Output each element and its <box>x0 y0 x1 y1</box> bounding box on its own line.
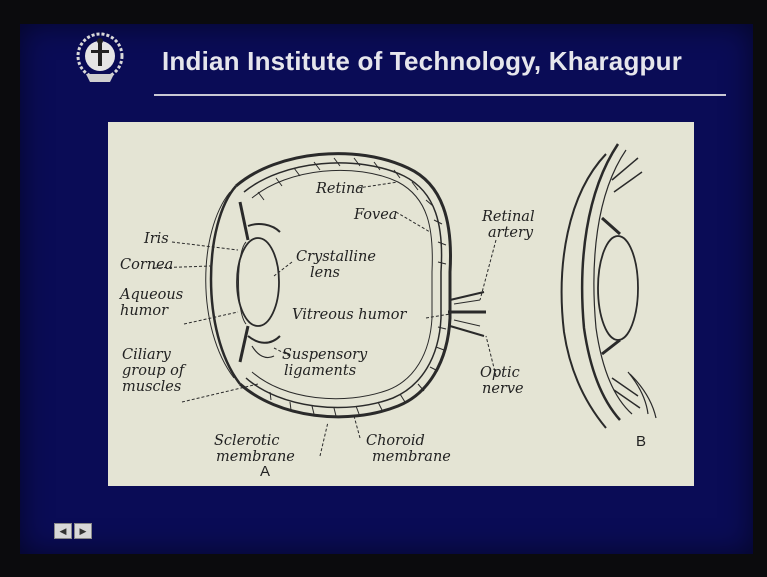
label-retinal-artery-line1: Retinal <box>482 210 535 225</box>
label-crystalline-lens-line2: lens <box>310 266 340 281</box>
eye-anatomy-drawing <box>108 122 694 486</box>
label-optic-nerve-line1: Optic <box>480 366 520 381</box>
label-suspensory-line1: Suspensory <box>282 348 367 363</box>
slide-navigation: ◀ ▶ <box>54 523 92 539</box>
label-sclerotic-line2: membrane <box>216 450 295 465</box>
slide: Indian Institute of Technology, Kharagpu… <box>20 24 753 554</box>
eye-diagram: Retina Fovea Retinal artery Iris Cornea … <box>108 122 694 486</box>
label-crystalline-lens-line1: Crystalline <box>296 250 376 265</box>
label-ciliary-line1: Ciliary <box>122 348 171 363</box>
label-panel-a: A <box>260 464 270 479</box>
label-choroid-line1: Choroid <box>366 434 425 449</box>
label-optic-nerve-line2: nerve <box>482 382 524 397</box>
label-aqueous-humor-line1: Aqueous <box>120 288 183 303</box>
label-sclerotic-line1: Sclerotic <box>214 434 280 449</box>
slide-next-icon[interactable]: ▶ <box>74 523 92 539</box>
label-panel-b: B <box>636 434 646 449</box>
label-retinal-artery-line2: artery <box>488 226 533 241</box>
label-aqueous-humor-line2: humor <box>120 304 168 319</box>
label-iris: Iris <box>144 232 169 247</box>
iit-kharagpur-emblem-icon <box>72 28 128 86</box>
slide-prev-icon[interactable]: ◀ <box>54 523 72 539</box>
page-title: Indian Institute of Technology, Kharagpu… <box>162 46 722 77</box>
label-cornea: Cornea <box>120 258 173 273</box>
label-retina: Retina <box>316 182 364 197</box>
label-suspensory-line2: ligaments <box>284 364 356 379</box>
label-ciliary-line2: group of <box>122 364 184 379</box>
title-divider <box>154 94 726 96</box>
label-vitreous-humor: Vitreous humor <box>292 308 406 323</box>
label-choroid-line2: membrane <box>372 450 451 465</box>
label-fovea: Fovea <box>354 208 397 223</box>
label-ciliary-line3: muscles <box>122 380 181 395</box>
